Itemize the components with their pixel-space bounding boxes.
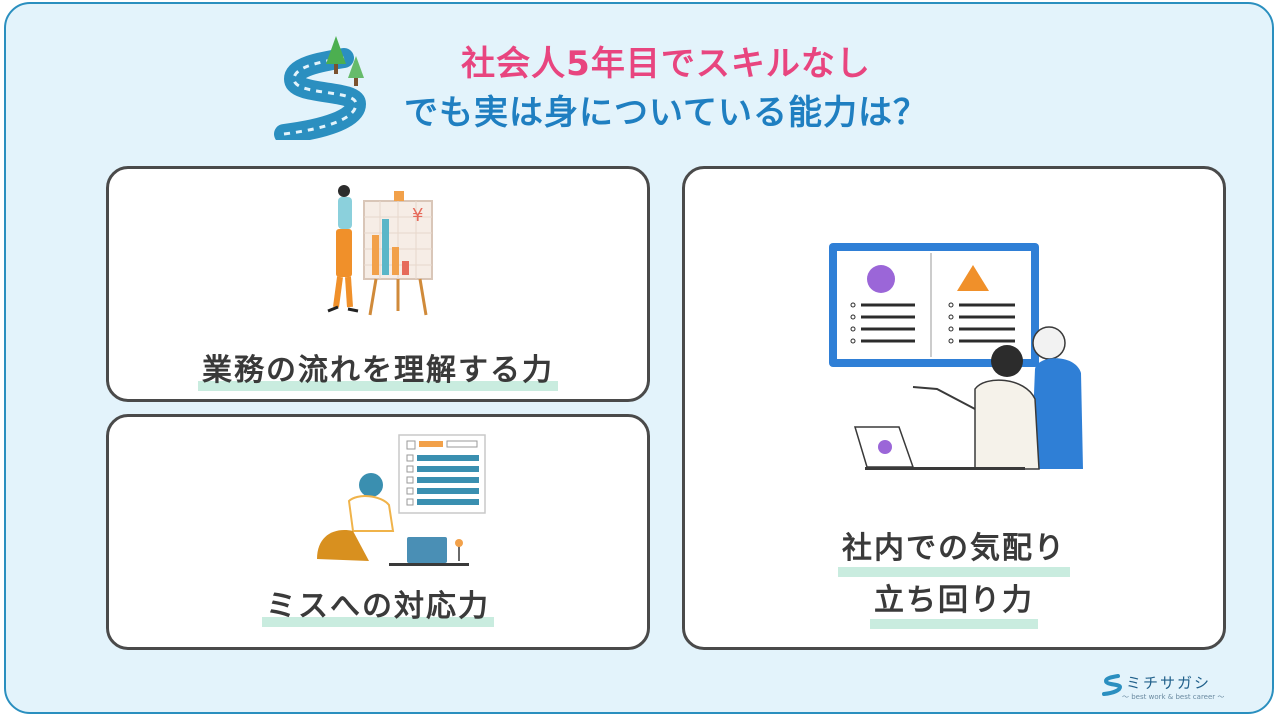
yen-symbol-icon: ¥ — [412, 205, 423, 226]
title-line-1: 社会人5年目でスキルなし — [461, 44, 871, 84]
card-business-flow: ¥ 業務の流れを理解する力 — [106, 166, 650, 402]
card-label-business-flow: 業務の流れを理解する力 — [109, 345, 647, 391]
road-tree-logo-icon — [274, 36, 367, 140]
card-label-workplace-consideration: 社内での気配り 立ち回り力 — [685, 523, 1223, 629]
page-frame: 社会人5年目でスキルなし でも実は身についている能力は？ ¥ — [4, 2, 1274, 714]
card-label-mistake-handling: ミスへの対応力 — [109, 581, 647, 627]
card-workplace-consideration: 社内での気配り 立ち回り力 — [682, 166, 1226, 650]
brand-name: ミチサガシ — [1126, 674, 1212, 692]
brand-tagline: ～ best work & best career ～ — [1122, 693, 1225, 701]
card-mistake-handling: ミスへの対応力 — [106, 414, 650, 650]
title-line-2: でも実は身についている能力は？ — [404, 93, 928, 133]
presentation-chart-illustration: ¥ — [327, 185, 433, 316]
page-title: 社会人5年目でスキルなし でも実は身についている能力は？ — [386, 40, 946, 138]
road-logo-icon — [1102, 674, 1122, 696]
presentation-people-illustration — [829, 243, 1083, 470]
brand-logo: ミチサガシ ～ best work & best career ～ — [1102, 672, 1225, 706]
checklist-laptop-illustration — [317, 434, 486, 566]
